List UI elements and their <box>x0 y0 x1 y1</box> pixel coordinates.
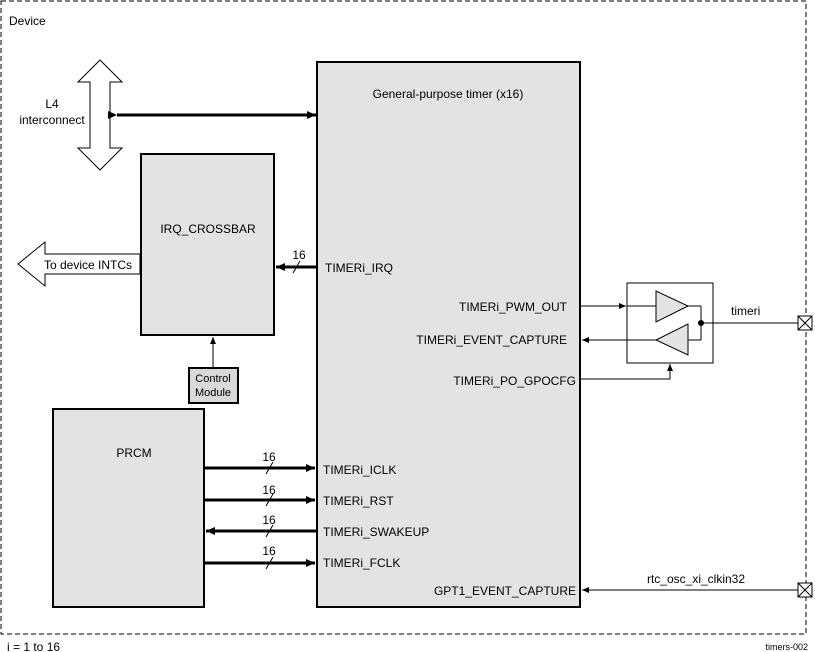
control-module-block <box>188 367 239 404</box>
rtc-pad-cross-2 <box>797 582 813 598</box>
general-purpose-timer-block <box>316 61 581 608</box>
to-intc-arrow <box>17 240 141 288</box>
signal-fclk: TIMERi_FCLK <box>323 556 400 570</box>
to-intc-label: To device INTCs <box>44 258 132 272</box>
pad-timer-label: timeri <box>731 304 760 318</box>
irq-bus-width: 16 <box>292 248 306 262</box>
irq-crossbar-block <box>140 153 275 336</box>
signal-swakeup: TIMERi_SWAKEUP <box>323 525 429 539</box>
signal-pwm-out: TIMERi_PWM_OUT <box>459 300 568 314</box>
gpt-title: General-purpose timer (x16) <box>373 87 524 101</box>
prcm-label: PRCM <box>116 446 151 460</box>
pad-rtc-label: rtc_osc_xi_clkin32 <box>647 572 745 586</box>
control-module-line1: Control <box>195 373 230 385</box>
rst-bus-slash <box>265 493 274 507</box>
iclk-bus-width: 16 <box>262 450 276 464</box>
l4-label-line2: interconnect <box>19 113 85 127</box>
figure-id: timers-002 <box>765 642 808 652</box>
swakeup-bus-slash <box>265 524 274 538</box>
fclk-bus-slash <box>265 556 274 570</box>
l4-label-line1: L4 <box>45 97 59 111</box>
prcm-block <box>52 408 205 608</box>
footnote: i = 1 to 16 <box>7 640 60 652</box>
signal-iclk: TIMERi_ICLK <box>323 463 396 477</box>
irq-crossbar-label: IRQ_CROSSBAR <box>160 222 256 236</box>
swakeup-bus-width: 16 <box>262 513 276 527</box>
signal-gpt1-event-capture: GPT1_EVENT_CAPTURE <box>434 584 576 598</box>
signal-event-capture: TIMERi_EVENT_CAPTURE <box>416 333 567 347</box>
signal-rst: TIMERi_RST <box>323 494 394 508</box>
rst-bus-width: 16 <box>262 483 276 497</box>
fclk-bus-width: 16 <box>262 544 276 558</box>
l4-interconnect-arrow <box>76 59 124 171</box>
signal-irq: TIMERi_IRQ <box>325 261 393 275</box>
po-gpocfg-line <box>581 364 673 380</box>
device-label: Device <box>9 14 46 28</box>
signal-po-gpocfg: TIMERi_PO_GPOCFG <box>453 374 576 388</box>
irq-bus-slash <box>292 260 301 274</box>
timer-pad-cross-2 <box>797 315 813 331</box>
control-module-line2: Module <box>195 387 231 399</box>
iclk-bus-slash <box>265 461 274 475</box>
